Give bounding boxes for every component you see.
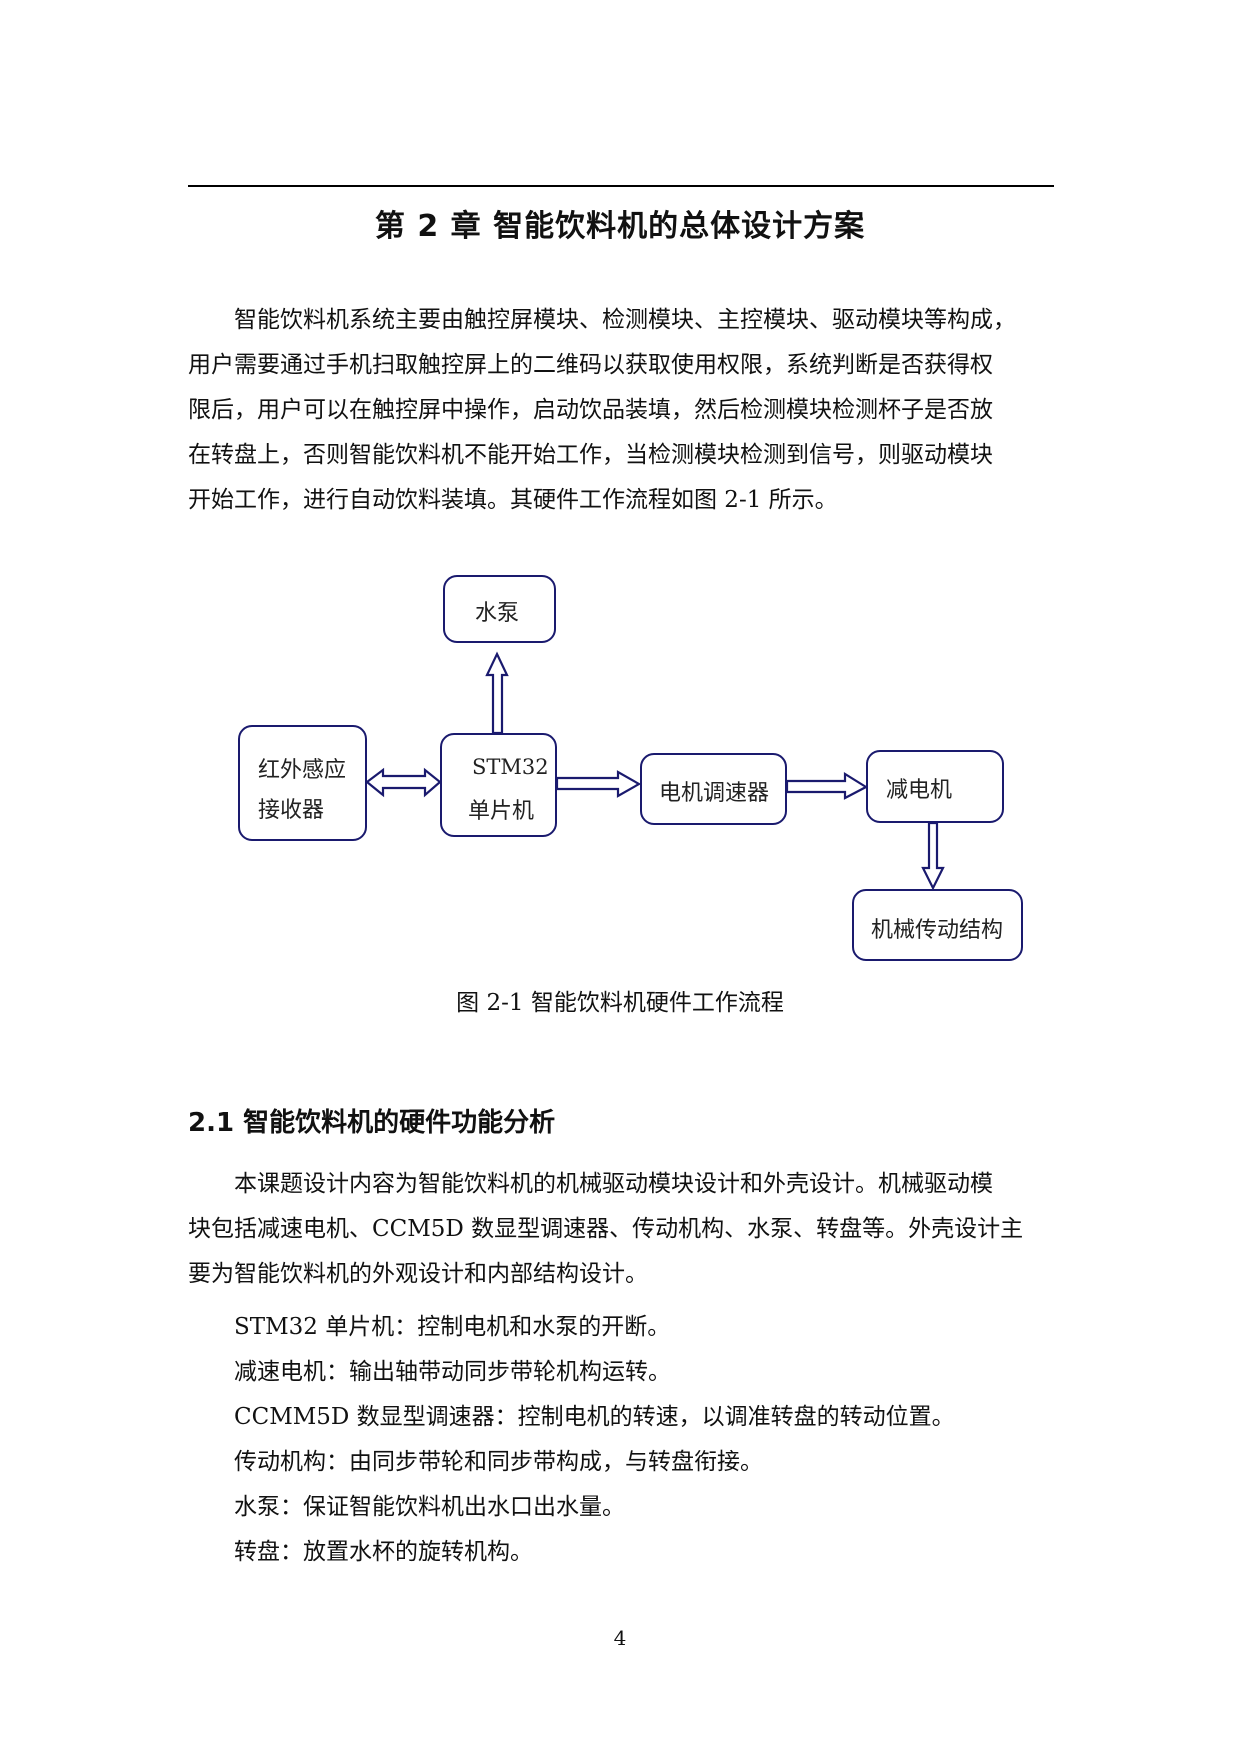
section-line: 要为智能饮料机的外观设计和内部结构设计。 [188,1261,648,1287]
node-label: 单片机 [468,799,535,824]
node-label: STM32 [472,755,549,779]
node-stm32: STM32 单片机 [440,733,557,837]
section-line: 本课题设计内容为智能饮料机的机械驱动模块设计和外壳设计。机械驱动模 [234,1171,993,1197]
section-line: 块包括减速电机、CCM5D 数显型调速器、传动机构、水泵、转盘等。外壳设计主 [188,1216,1024,1242]
node-pump: 水泵 [443,575,556,643]
node-label: 机械传动结构 [871,918,1004,943]
list-item: CCMM5D 数显型调速器：控制电机的转速，以调准转盘的转动位置。 [234,1404,955,1430]
figure-caption: 图 2-1 智能饮料机硬件工作流程 [456,990,784,1016]
intro-paragraph: 智能饮料机系统主要由触控屏模块、检测模块、主控模块、驱动模块等构成， 用户需要通… [188,298,1058,523]
list-item: 减速电机：输出轴带动同步带轮机构运转。 [234,1359,671,1385]
node-label: 减电机 [886,778,953,803]
right-arrow-icon [785,772,869,800]
list-item: STM32 单片机：控制电机和水泵的开断。 [234,1314,671,1340]
list-item: 转盘：放置水杯的旋转机构。 [234,1539,533,1565]
node-motor: 减电机 [866,750,1004,823]
list-item: 水泵：保证智能饮料机出水口出水量。 [234,1494,625,1520]
section-title: 2.1 智能饮料机的硬件功能分析 [188,1108,556,1138]
bidirectional-arrow-icon [365,767,442,798]
up-arrow-icon [485,651,509,735]
node-label: 电机调速器 [659,781,770,806]
intro-line: 在转盘上，否则智能饮料机不能开始工作，当检测模块检测到信号，则驱动模块 [188,442,993,468]
intro-line: 智能饮料机系统主要由触控屏模块、检测模块、主控模块、驱动模块等构成， [234,307,1016,333]
page-number: 4 [613,1626,627,1650]
node-label: 红外感应 [258,758,347,783]
intro-line: 限后，用户可以在触控屏中操作，启动饮品装填，然后检测模块检测杯子是否放 [188,397,993,423]
node-label: 水泵 [475,601,520,626]
node-transmission: 机械传动结构 [852,889,1023,961]
node-ir-receiver: 红外感应 接收器 [238,725,367,841]
intro-line: 开始工作，进行自动饮料装填。其硬件工作流程如图 2-1 所示。 [188,487,838,513]
list-item: 传动机构：由同步带轮和同步带构成，与转盘衔接。 [234,1449,763,1475]
down-arrow-icon [921,821,945,891]
header-rule [188,185,1054,187]
right-arrow-icon [555,770,642,798]
node-label: 接收器 [258,798,325,823]
chapter-title: 第 2 章 智能饮料机的总体设计方案 [374,209,866,244]
node-speed-controller: 电机调速器 [640,753,787,825]
section-paragraph: 本课题设计内容为智能饮料机的机械驱动模块设计和外壳设计。机械驱动模 块包括减速电… [188,1162,1058,1297]
intro-line: 用户需要通过手机扫取触控屏上的二维码以获取使用权限，系统判断是否获得权 [188,352,993,378]
